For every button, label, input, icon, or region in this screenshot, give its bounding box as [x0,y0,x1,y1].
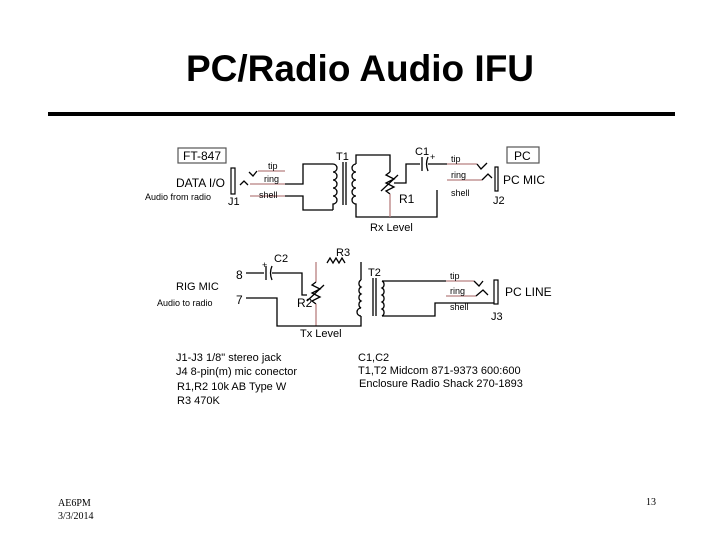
radio-box-ft847 [177,147,227,164]
pin-8-label: 8 [236,268,243,282]
pc-box-label: PC [514,149,531,163]
parts-item: Enclosure Radio Shack 270-1893 [359,378,523,390]
title-divider [48,112,675,116]
parts-item: T1,T2 Midcom 871-9373 600:600 [358,365,521,377]
pin-7-label: 7 [236,293,243,307]
audio-from-radio-label: Audio from radio [145,192,211,202]
pot-r2-symbol [306,281,325,326]
j1-ring-label: ring [264,174,279,184]
c1-label: C1 [415,146,429,158]
radio-box-label: FT-847 [183,149,221,163]
pot-r1-symbol [380,171,399,217]
pc-box [506,146,540,164]
parts-list-left: J1-J3 1/8" stereo jack J4 8-pin(m) mic c… [176,352,297,407]
transformer-t2-symbol [356,278,385,317]
rx-section: FT-847 DATA I/O Audio from radio J1 tip … [145,146,545,234]
parts-list-right: C1,C2 T1,T2 Midcom 871-9373 600:600 Encl… [358,352,523,390]
j3-tip-label: tip [450,271,460,281]
jack-j3-symbol [446,279,499,305]
slide-title: PC/Radio Audio IFU [185,48,535,89]
footer-author: AE6PM [58,498,91,509]
r3-label: R3 [336,247,350,259]
j1-label: J1 [228,196,240,208]
j2-tip-label: tip [451,154,461,164]
t1-label: T1 [336,151,349,163]
j1-shell-label: shell [259,190,278,200]
c2-label: C2 [274,253,288,265]
page-number: 13 [646,497,656,508]
parts-item: J4 8-pin(m) mic conector [176,366,297,378]
transformer-t1-symbol [332,162,357,210]
parts-item: R3 470K [177,395,220,407]
jack-j2-symbol [447,162,499,192]
capacitor-c1-symbol [421,156,447,172]
parts-item: R1,R2 10k AB Type W [177,381,287,393]
tx-section: RIG MIC Audio to radio 8 7 C2 + R2 R3 Tx… [157,247,552,340]
c2-polarity: + [262,260,267,270]
j3-label: J3 [491,311,503,323]
footer-date: 3/3/2014 [58,511,94,522]
pc-mic-label: PC MIC [503,173,545,187]
footer-left: AE6PM 3/3/2014 [58,497,94,523]
j2-ring-label: ring [451,170,466,180]
j2-label: J2 [493,195,505,207]
rig-mic-label: RIG MIC [176,281,219,293]
j2-shell-label: shell [451,188,470,198]
resistor-r3-symbol [326,256,346,265]
c1-polarity: + [430,152,435,162]
audio-to-radio-label: Audio to radio [157,298,213,308]
j3-ring-label: ring [450,286,465,296]
parts-item: C1,C2 [358,352,389,364]
capacitor-c2-symbol [265,265,273,281]
t2-label: T2 [368,267,381,279]
j3-shell-label: shell [450,302,469,312]
tx-level-label: Tx Level [300,328,342,340]
r1-label: R1 [399,192,415,206]
pc-line-label: PC LINE [505,285,552,299]
j1-tip-label: tip [268,161,278,171]
data-io-label: DATA I/O [176,176,225,190]
parts-item: J1-J3 1/8" stereo jack [176,352,282,364]
jack-j1-symbol [230,167,285,197]
rx-level-label: Rx Level [370,222,413,234]
r2-label: R2 [297,296,313,310]
